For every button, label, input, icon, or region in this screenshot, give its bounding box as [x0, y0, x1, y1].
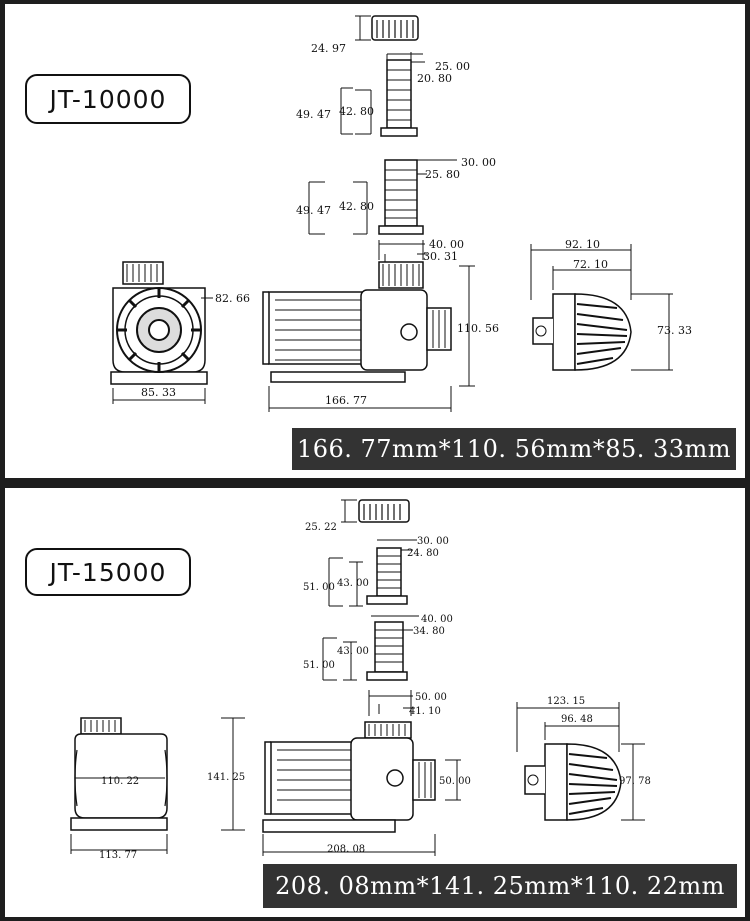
- model-name-badge: JT-15000: [25, 548, 191, 596]
- nut-cap-drawing: [358, 499, 410, 523]
- front-dimensions: [70, 834, 168, 854]
- technical-drawing: 25. 22 30. 00 24. 80 51. 00 43. 00 40. 0…: [70, 499, 651, 861]
- dim-top-inner: 72. 10: [573, 258, 608, 271]
- dim-cap-height: 25. 22: [305, 522, 337, 533]
- fitting-2-dimensions: [308, 159, 457, 235]
- dim-front-diameter: 82. 66: [215, 292, 250, 305]
- front-dimensions: [112, 297, 213, 404]
- dim-fitting2-inner: 34. 80: [413, 626, 445, 637]
- pump-side-view: [262, 261, 452, 383]
- dim-fitting1-inner: 20. 80: [417, 72, 452, 85]
- fitting-2-dimensions: [322, 615, 419, 681]
- pump-front-view: [70, 717, 168, 831]
- overall-dimensions-bar: 166. 77mm*110. 56mm*85. 33mm: [292, 428, 736, 470]
- dim-fitting2-outer: 30. 00: [461, 156, 496, 169]
- dim-side-length: 166. 77: [325, 394, 367, 407]
- dim-top-height: 97. 78: [619, 776, 651, 787]
- dim-outlet-inner: 30. 31: [423, 250, 458, 263]
- dim-top-height: 73. 33: [657, 324, 692, 337]
- dim-side-outlet: 50. 00: [439, 776, 471, 787]
- dim-front-width: 113. 77: [99, 850, 137, 861]
- model-panel-jt15000: JT-15000 25. 22 30. 00 24. 80 51. 00 43.…: [5, 488, 745, 917]
- dim-fitting2-length: 51. 00: [303, 660, 335, 671]
- hose-fitting-2-drawing: [366, 621, 408, 681]
- dim-fitting1-outer: 30. 00: [417, 536, 449, 547]
- fitting-1-dimensions: [328, 539, 417, 607]
- overall-dimensions-bar: 208. 08mm*141. 25mm*110. 22mm: [263, 864, 737, 908]
- cap-height-dimension: [355, 15, 371, 41]
- dim-outlet-outer: 40. 00: [429, 238, 464, 251]
- dim-side-height: 110. 56: [457, 322, 499, 335]
- hose-fitting-1-drawing: [366, 547, 408, 605]
- cap-height-dimension: [341, 499, 357, 523]
- pump-top-view: [524, 743, 622, 821]
- dim-front-width: 85. 33: [141, 386, 176, 399]
- dim-outlet-inner: 41. 10: [409, 706, 441, 717]
- dim-top-inner: 96. 48: [561, 714, 593, 725]
- outlet-dimensions: [368, 690, 415, 716]
- side-dimensions: [221, 717, 461, 856]
- technical-drawing: 24. 97 25. 00 20. 80 49. 47 42. 80 30. 0…: [110, 15, 692, 412]
- dim-fitting1-body: 43. 00: [337, 578, 369, 589]
- side-dimensions: [268, 265, 475, 412]
- dim-outlet-outer: 50. 00: [415, 692, 447, 703]
- dim-fitting2-body: 42. 80: [339, 200, 374, 213]
- dim-fitting1-body: 42. 80: [339, 105, 374, 118]
- dim-side-length: 208. 08: [327, 844, 365, 855]
- nut-cap-drawing: [371, 15, 419, 41]
- dim-fitting2-inner: 25. 80: [425, 168, 460, 181]
- pump-top-view: [532, 293, 632, 371]
- hose-fitting-1-drawing: [380, 59, 418, 137]
- dim-fitting2-outer: 40. 00: [421, 614, 453, 625]
- fitting-1-dimensions: [340, 52, 425, 135]
- hose-fitting-2-drawing: [378, 159, 424, 235]
- dim-fitting1-length: 51. 00: [303, 582, 335, 593]
- model-panel-jt10000: JT-10000 24. 97 25. 00 20. 80 49. 47 42.…: [5, 4, 745, 478]
- top-dimensions: [530, 244, 673, 371]
- dim-top-width: 123. 15: [547, 696, 585, 707]
- dim-fitting1-outer: 25. 00: [435, 60, 470, 73]
- dim-cap-height: 24. 97: [311, 42, 346, 55]
- model-name-badge: JT-10000: [25, 74, 191, 124]
- dim-top-width: 92. 10: [565, 238, 600, 251]
- dim-fitting2-body: 43. 00: [337, 646, 369, 657]
- dim-fitting1-inner: 24. 80: [407, 548, 439, 559]
- outlet-dimensions: [378, 240, 427, 262]
- pump-side-view: [262, 721, 436, 833]
- top-dimensions: [516, 702, 645, 821]
- dim-fitting2-length: 49. 47: [296, 204, 331, 217]
- dim-side-height: 141. 25: [207, 772, 245, 783]
- dim-front-diameter: 110. 22: [101, 776, 139, 787]
- dim-fitting1-length: 49. 47: [296, 108, 331, 121]
- pump-front-view: [110, 261, 208, 385]
